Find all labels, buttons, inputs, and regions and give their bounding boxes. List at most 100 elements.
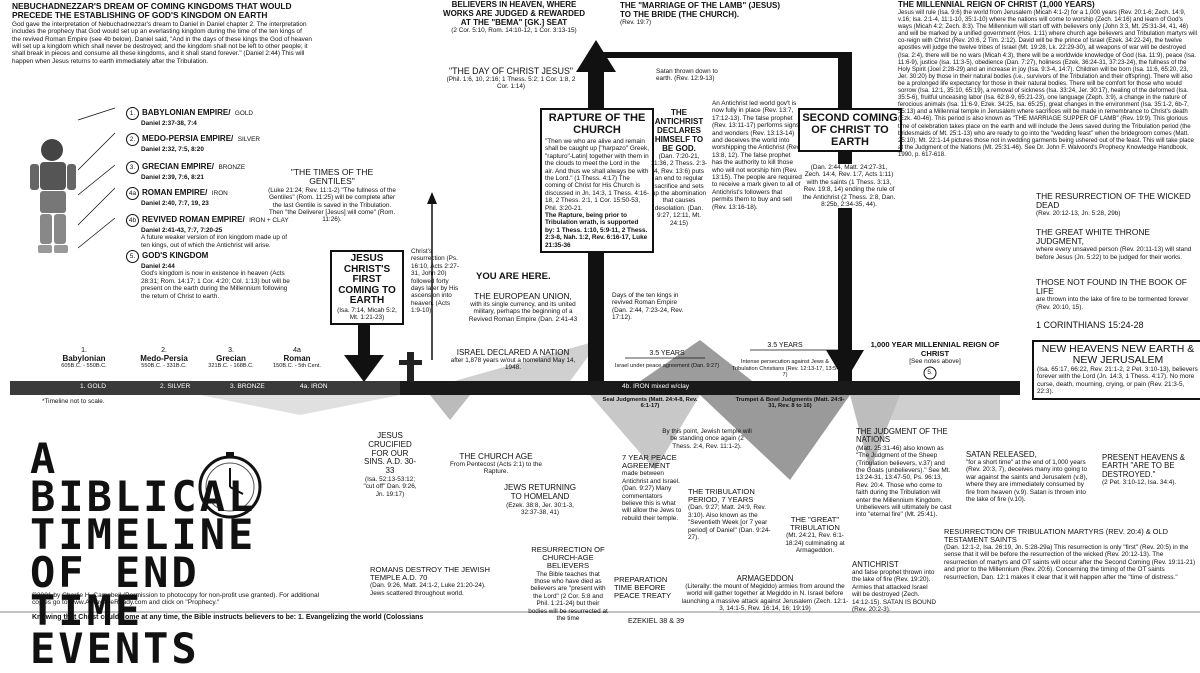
empire-num: 1. xyxy=(126,107,139,120)
nebuchadnezzar-text: God gave the interpretation of Nebuchadn… xyxy=(12,20,312,65)
antichrist-declares: THE ANTICHRIST DECLARES HIMSELF TO BE GO… xyxy=(650,108,708,227)
period-num: 1. xyxy=(81,347,87,354)
romans-destroy: ROMANS DESTROY THE JEWISH TEMPLE A.D. 70… xyxy=(370,565,490,597)
metal-label: 3. BRONZE xyxy=(230,383,265,390)
seal-judgments: Seal Judgments (Matt. 24:4-8, Rev. 6:1-1… xyxy=(602,397,698,410)
tribulation: THE TRIBULATION PERIOD, 7 YEARS (Dan. 9:… xyxy=(688,487,778,541)
empire-num: 3. xyxy=(126,161,139,174)
empire-name: ROMAN EMPIRE/ xyxy=(142,188,208,197)
rapture-text: "Then we who are alive and remain shall … xyxy=(545,138,650,212)
second-coming-box: SECOND COMING OF CHRIST TO EARTH xyxy=(798,108,902,152)
cross-horizontal xyxy=(399,360,422,365)
israel-nation: ISRAEL DECLARED A NATION after 1,878 yea… xyxy=(448,348,578,372)
millennium-label-note: [See notes above] xyxy=(909,358,961,365)
rapture-support: The Rapture, being prior to Tribulation … xyxy=(545,212,648,249)
book-of-life: THOSE NOT FOUND IN THE BOOK OF LIFE are … xyxy=(1036,277,1196,311)
rapture-box: RAPTURE OF THE CHURCH "Then we who are a… xyxy=(540,108,654,254)
heaven-line xyxy=(596,52,852,58)
first-coming-title: JESUS CHRIST'S FIRST COMING TO EARTH xyxy=(338,253,396,306)
jewish-temple: By this point, Jewish temple will be sta… xyxy=(662,428,752,450)
judgment-nations: THE JUDGMENT OF THE NATIONS (Matt. 25:31… xyxy=(856,427,952,519)
empire-num: 4a xyxy=(126,187,139,200)
empire-bar-shading xyxy=(10,381,400,395)
antichrist-declares-ref: (Dan. 7:20-21, 11:36, 2 Thess. 2:3-4, Re… xyxy=(650,153,708,227)
satan-released-title: SATAN RELEASED, xyxy=(966,450,1037,459)
armageddon-title: ARMAGEDDON xyxy=(736,574,794,583)
judgment-nations-title: THE JUDGMENT OF THE NATIONS xyxy=(856,427,948,445)
rapture-title: RAPTURE OF THE CHURCH xyxy=(548,112,646,136)
satan-thrown: Satan thrown down to earth. (Rev. 12:9-1… xyxy=(656,68,718,83)
ezekiel: EZEKIEL 38 & 39 xyxy=(628,616,685,625)
period-name: Roman xyxy=(283,354,311,363)
present-heavens: PRESENT HEAVENS & EARTH "ARE TO BE DESTR… xyxy=(1102,453,1194,487)
gentiles-block: "THE TIMES OF THE GENTILES" (Luke 21:24;… xyxy=(268,167,396,224)
resurrection-martyrs: RESURRECTION OF TRIBULATION MARTYRS (Rev… xyxy=(944,528,1196,581)
half-a: 3.5 YEARS Israel under peace agreement (… xyxy=(612,350,722,370)
new-heavens-ref: (Isa. 65:17, 66:22, Rev. 21:1-2, 2 Pet. … xyxy=(1037,366,1198,396)
jews-returning-ref: (Ezek. 38:8, Jer. 30:1-3, 32:37-38, 41) xyxy=(506,501,574,516)
day-of-christ-ref: (Phil. 1:6, 10, 2:16; 1 Thess. 5:2; 1 Co… xyxy=(446,76,576,91)
empire-name: GRECIAN EMPIRE/ xyxy=(142,162,215,171)
title-line: TIMELINE xyxy=(30,510,257,559)
shadow-wedge-far xyxy=(850,395,900,470)
empire-metal: IRON xyxy=(211,190,228,197)
half-b-note: Intense persecution against Jews & Tribu… xyxy=(731,359,839,379)
tribulation-title: THE TRIBULATION PERIOD, 7 YEARS xyxy=(688,487,755,505)
new-heavens-title: NEW HEAVENS NEW EARTH & NEW JERUSALEM xyxy=(1041,343,1195,366)
antichrist-lake: ANTICHRIST and false prophet thrown into… xyxy=(852,560,938,613)
ten-kings: Days of the ten kings in revived Roman E… xyxy=(612,292,684,322)
half-b: 3.5 YEARS Intense persecution against Je… xyxy=(730,342,840,379)
satan-released-ref: "for a short time" at the end of 1,000 y… xyxy=(966,459,1088,504)
millennial-block: THE MILLENNIAL REIGN OF CHRIST (1,000 YE… xyxy=(898,0,1198,158)
armageddon: ARMAGEDDON (Literally: the mount of Megi… xyxy=(680,574,850,613)
romans-destroy-title: ROMANS DESTROY THE JEWISH TEMPLE A.D. 70 xyxy=(370,565,490,583)
clock-icon xyxy=(198,452,262,519)
european-union: THE EUROPEAN UNION, with its single curr… xyxy=(468,292,578,323)
church-age-title: THE CHURCH AGE xyxy=(459,452,533,461)
first-coming-box: JESUS CHRIST'S FIRST COMING TO EARTH (Is… xyxy=(330,250,404,326)
bema-ref: (2 Cor. 5:10, Rom. 14:10-12, 1 Cor. 3:13… xyxy=(451,27,577,34)
new-heavens-box: NEW HEAVENS NEW EARTH & NEW JERUSALEM (I… xyxy=(1032,340,1200,400)
metal-label: 2. SILVER xyxy=(160,383,191,390)
statue-figure xyxy=(30,107,116,253)
empire-note: God's kingdom is now in existence in hea… xyxy=(141,270,290,300)
great-tribulation: THE "GREAT" TRIBULATION (Mt. 24:21, Rev.… xyxy=(784,515,846,555)
empire-ref: Daniel 2:44 xyxy=(141,263,175,270)
millennium-label: 1,000 YEAR MILLENNIAL REIGN OF CHRIST [S… xyxy=(860,340,1010,365)
second-coming-arrow xyxy=(826,350,864,382)
empire-metal: IRON + CLAY xyxy=(249,217,289,224)
antichrist-lake-title: ANTICHRIST xyxy=(852,560,899,569)
copyright: ©2001 by Charlie H. Campbell (Permission… xyxy=(32,592,320,607)
satan-released: SATAN RELEASED, "for a short time" at th… xyxy=(966,450,1090,503)
gentiles-title: "THE TIMES OF THE GENTILES" xyxy=(290,167,374,187)
period-date: 550B.C. - 331B.C. xyxy=(141,363,187,369)
marriage-lamb-title: THE "MARRIAGE OF THE LAMB" (Jesus) TO TH… xyxy=(620,1,781,19)
resurrection-martyrs-title: RESURRECTION OF TRIBULATION MARTYRS (Rev… xyxy=(944,527,1168,544)
jesus-crucified: JESUS CRUCIFIED FOR OUR SINS. A.D. 30-33… xyxy=(362,431,418,498)
jesus-crucified-ref: (Isa. 52:13-53:12; "cut off" Dan. 9:26, … xyxy=(363,475,417,498)
white-throne: THE GREAT WHITE THRONE JUDGMENT, where e… xyxy=(1036,227,1196,261)
main-title: A BIBLICAL TIMELINE OF END TIME EVENTS xyxy=(30,438,260,670)
empire-num: 5. xyxy=(126,250,139,263)
half-b-label: 3.5 YEARS xyxy=(767,342,803,349)
period-grecian: 3. Grecian 321B.C. - 168B.C. xyxy=(196,347,266,369)
book-of-life-ref: are thrown into the lake of fire to be t… xyxy=(1036,296,1189,311)
period-babylonian: 1. Babylonian 605B.C. - 550B.C. xyxy=(44,347,124,369)
great-tribulation-title: THE "GREAT" TRIBULATION xyxy=(790,515,840,533)
resurrection-wicked-title: THE RESURRECTION OF THE WICKED DEAD xyxy=(1036,191,1191,211)
metal-label: 1. GOLD xyxy=(80,383,107,390)
empire-item: 2.MEDO-PERSIA EMPIRE/ SILVER Daniel 2:32… xyxy=(126,128,296,156)
resurrection-wicked: THE RESURRECTION OF THE WICKED DEAD (Rev… xyxy=(1036,191,1196,218)
day-of-christ-title: "THE DAY OF CHRIST JESUS" xyxy=(448,66,574,76)
present-heavens-title: PRESENT HEAVENS & EARTH "ARE TO BE DESTR… xyxy=(1102,453,1185,479)
period-num: 2. xyxy=(161,347,167,354)
empire-item: 5.GOD'S KINGDOM Daniel 2:44 God's kingdo… xyxy=(126,245,296,300)
resurrection-church: RESURRECTION OF CHURCH-AGE BELIEVERS The… xyxy=(528,545,608,622)
jews-returning-title: JEWS RETURNING TO HOMELAND xyxy=(504,483,576,501)
period-date: 605B.C. - 550B.C. xyxy=(61,363,107,369)
jesus-crucified-title: JESUS CRUCIFIED FOR OUR SINS. A.D. 30-33 xyxy=(363,431,417,476)
title-line: OF END xyxy=(30,548,200,597)
empire-ref: Daniel 2:41-43, 7:7, 7:20-25 xyxy=(141,227,223,234)
metal-label: 4a. IRON xyxy=(300,383,328,390)
